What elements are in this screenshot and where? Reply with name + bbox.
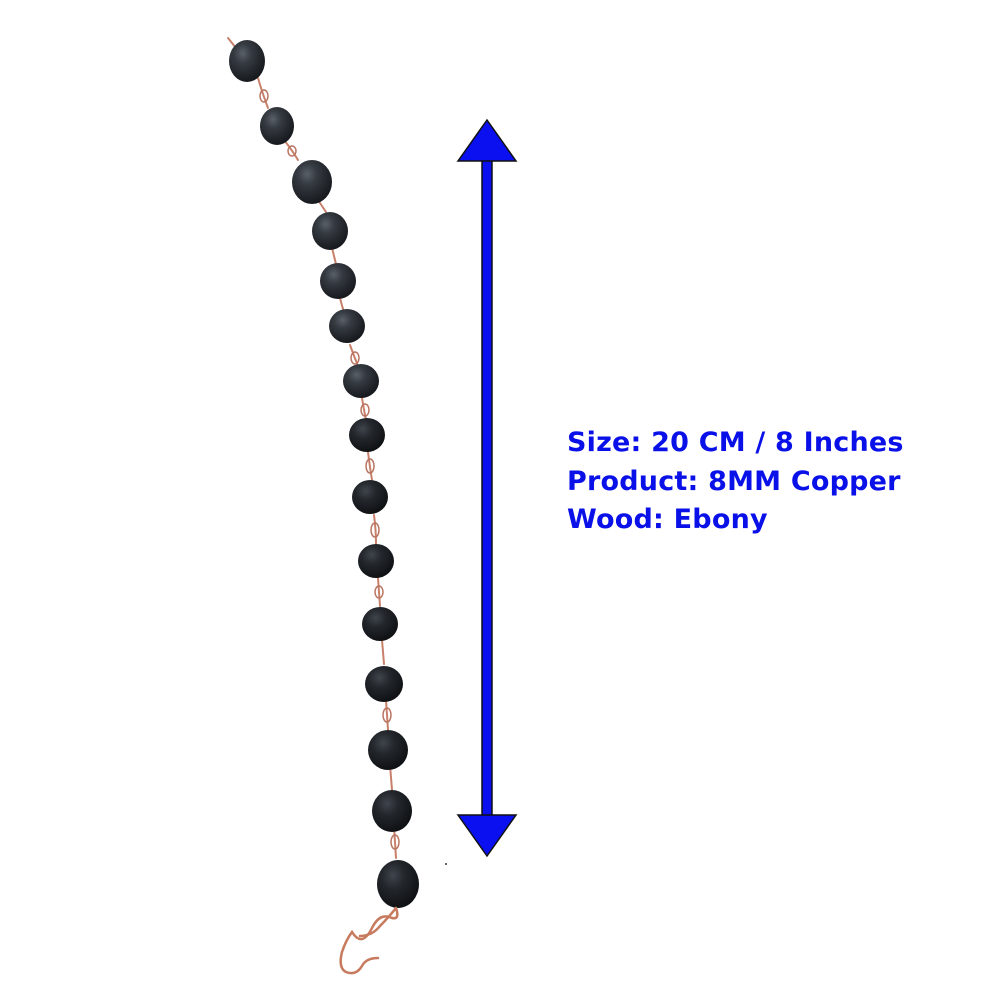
- bead: [362, 607, 398, 641]
- bead: [349, 418, 385, 452]
- bead: [292, 160, 332, 204]
- bead: [365, 666, 403, 702]
- bead: [312, 212, 348, 250]
- arrow-up-head-icon: [456, 118, 518, 162]
- bead: [260, 107, 294, 145]
- beads: [229, 40, 419, 908]
- spec-wood: Wood: Ebony: [567, 504, 768, 535]
- arrow-down-head-icon: [456, 814, 518, 858]
- bead: [329, 309, 365, 343]
- bead: [358, 544, 394, 578]
- bead: [320, 263, 356, 299]
- bead: [343, 364, 379, 398]
- s-hook-clasp: [339, 906, 399, 975]
- product-specs: Size: 20 CM / 8 Inches Product: 8MM Copp…: [567, 424, 904, 540]
- bead: [377, 860, 419, 908]
- bead: [229, 40, 265, 82]
- bead: [352, 480, 388, 514]
- spec-size: Size: 20 CM / 8 Inches: [567, 427, 904, 458]
- spec-product: Product: 8MM Copper: [567, 465, 901, 497]
- bead: [372, 790, 412, 832]
- bead: [368, 730, 408, 770]
